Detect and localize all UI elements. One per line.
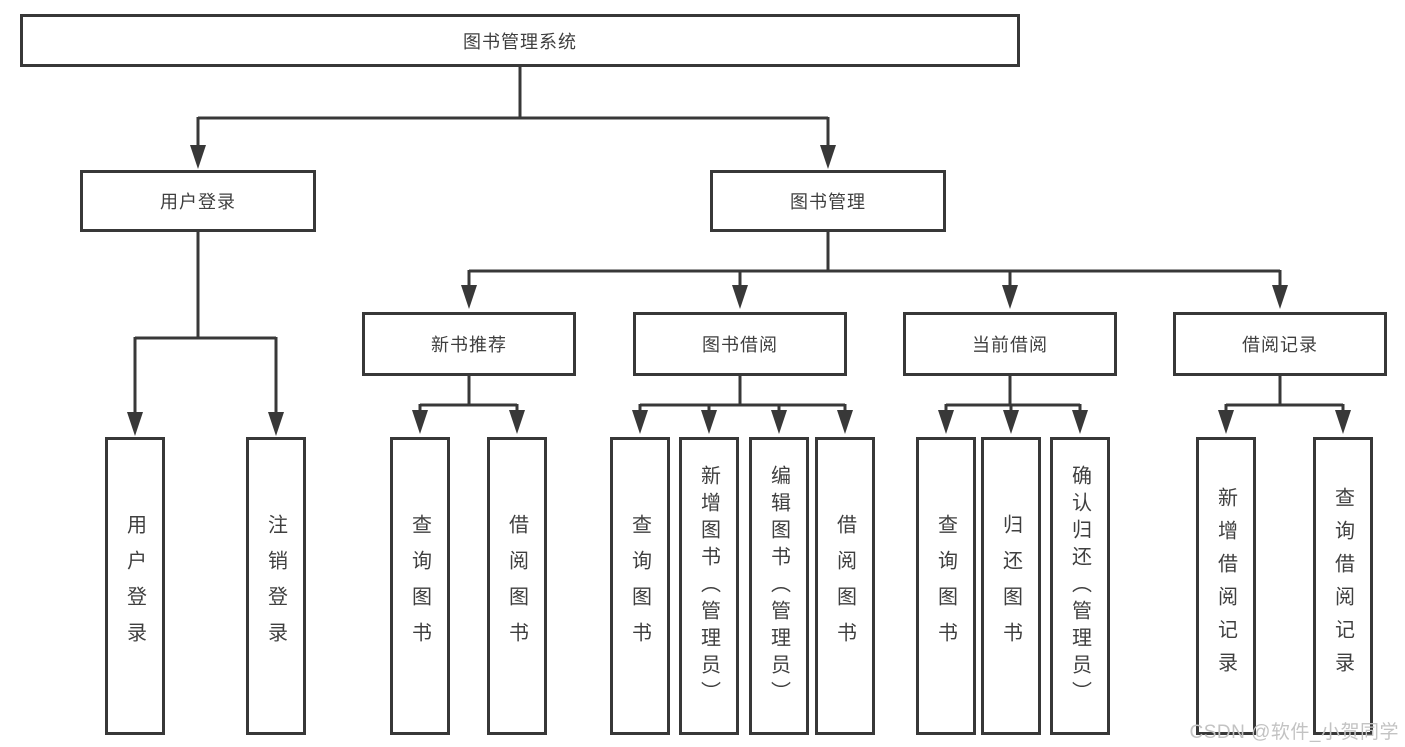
node-add-books-admin-label: 新增图书（管理员） (697, 464, 720, 708)
node-return-books-label: 归还图书 (999, 514, 1022, 658)
node-query-books-current: 查询图书 (916, 437, 976, 735)
node-new-book-recommendation: 新书推荐 (362, 312, 576, 376)
node-confirm-return-admin: 确认归还（管理员） (1050, 437, 1110, 735)
node-query-books-recommend: 查询图书 (390, 437, 450, 735)
node-edit-books-admin: 编辑图书（管理员） (749, 437, 809, 735)
node-query-books-borrowing: 查询图书 (610, 437, 670, 735)
node-user-login: 用户登录 (80, 170, 316, 232)
node-root-label: 图书管理系统 (463, 31, 577, 52)
node-return-books: 归还图书 (981, 437, 1041, 735)
node-login: 用户登录 (105, 437, 165, 735)
node-book-borrowing: 图书借阅 (633, 312, 847, 376)
node-confirm-return-admin-label: 确认归还（管理员） (1068, 464, 1091, 708)
node-query-borrow-record-label: 查询借阅记录 (1331, 487, 1354, 685)
arrowhead-icon (127, 145, 1351, 436)
node-query-borrow-record: 查询借阅记录 (1313, 437, 1373, 735)
node-borrowing-records-label: 借阅记录 (1242, 335, 1318, 355)
node-current-borrowing: 当前借阅 (903, 312, 1117, 376)
node-current-borrowing-label: 当前借阅 (972, 335, 1048, 355)
node-edit-books-admin-label: 编辑图书（管理员） (767, 464, 790, 708)
node-query-books-borrowing-label: 查询图书 (628, 514, 651, 658)
node-borrow-books-recommend: 借阅图书 (487, 437, 547, 735)
node-query-books-recommend-label: 查询图书 (408, 514, 431, 658)
node-user-login-label: 用户登录 (160, 192, 236, 212)
node-borrowing-records: 借阅记录 (1173, 312, 1387, 376)
node-add-books-admin: 新增图书（管理员） (679, 437, 739, 735)
node-query-books-current-label: 查询图书 (934, 514, 957, 658)
node-book-management-label: 图书管理 (790, 192, 866, 212)
node-add-borrow-record: 新增借阅记录 (1196, 437, 1256, 735)
node-login-label: 用户登录 (123, 514, 146, 658)
node-borrow-books: 借阅图书 (815, 437, 875, 735)
node-book-borrowing-label: 图书借阅 (702, 335, 778, 355)
node-add-borrow-record-label: 新增借阅记录 (1214, 487, 1237, 685)
node-logout: 注销登录 (246, 437, 306, 735)
node-new-book-recommendation-label: 新书推荐 (431, 335, 507, 355)
node-book-management: 图书管理 (710, 170, 946, 232)
watermark: CSDN @软件_小贺同学 (1189, 722, 1399, 743)
node-root: 图书管理系统 (20, 14, 1020, 67)
node-logout-label: 注销登录 (264, 514, 287, 658)
node-borrow-books-recommend-label: 借阅图书 (505, 514, 528, 658)
node-borrow-books-label: 借阅图书 (833, 514, 856, 658)
